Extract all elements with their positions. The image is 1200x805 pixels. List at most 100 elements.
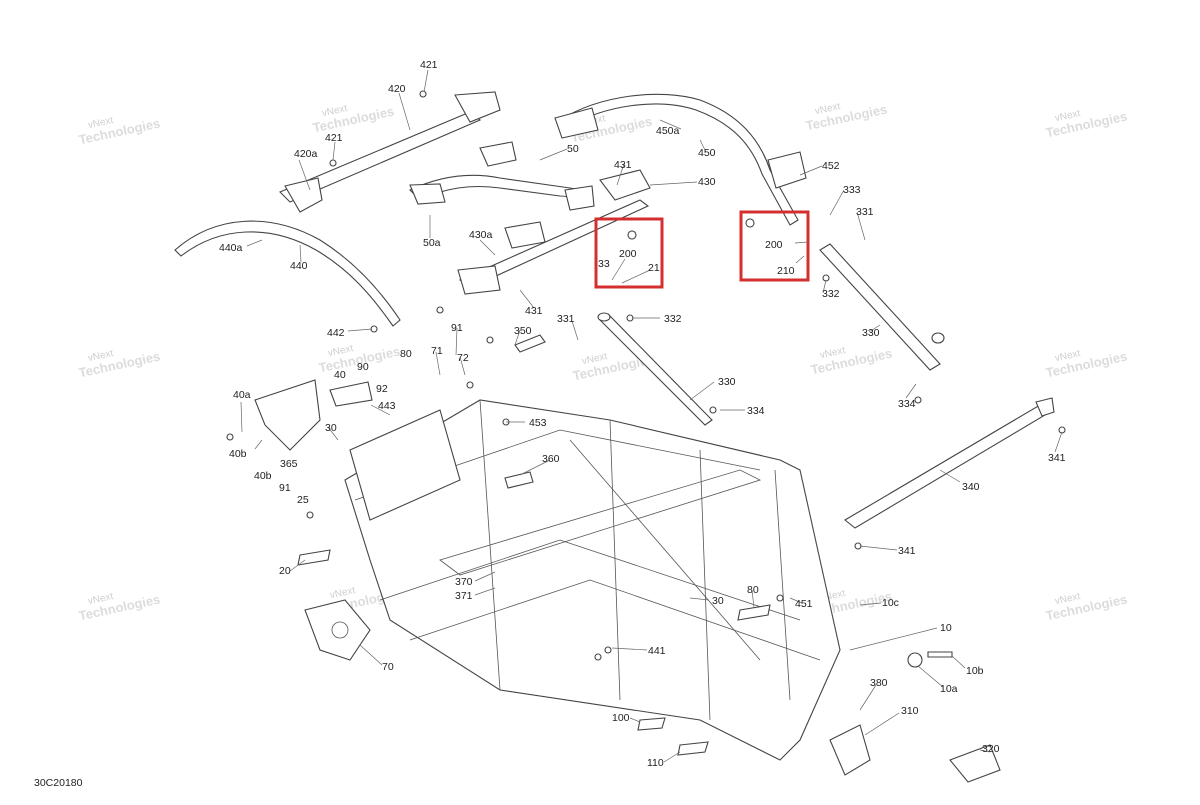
svg-text:vNext: vNext bbox=[814, 101, 842, 117]
callout-10c: 10c bbox=[882, 597, 899, 609]
callout-210: 210 bbox=[777, 265, 795, 277]
highlight-box-right bbox=[739, 210, 810, 282]
callout-80: 80 bbox=[400, 348, 412, 360]
fasteners bbox=[226, 90, 1066, 661]
bracket-50-left bbox=[409, 183, 446, 205]
frame-diag-b bbox=[609, 419, 621, 701]
frame-tunnel bbox=[439, 469, 762, 576]
clip-20 bbox=[297, 549, 331, 566]
callout-360: 360 bbox=[542, 453, 560, 465]
callout-310: 310 bbox=[901, 705, 919, 717]
callout-365: 365 bbox=[280, 458, 298, 470]
strut-330-right bbox=[819, 243, 941, 371]
callout-331: 331 bbox=[557, 313, 575, 325]
figure-code: 30C20180 bbox=[34, 777, 83, 789]
frame-floor-b bbox=[409, 579, 821, 661]
callout-370: 370 bbox=[455, 576, 473, 588]
callout-450a: 450a bbox=[656, 125, 680, 137]
callout-332: 332 bbox=[664, 313, 682, 325]
callout-40b: 40b bbox=[254, 470, 272, 482]
hoop-450 bbox=[559, 93, 799, 226]
bracket-50-mid bbox=[479, 141, 517, 167]
bracket-430 bbox=[599, 169, 651, 201]
callout-440a: 440a bbox=[219, 242, 243, 254]
highlight-box-left bbox=[594, 217, 664, 289]
callout-332: 332 bbox=[822, 288, 840, 300]
bracket-40 bbox=[254, 379, 321, 451]
roof-bar-420 bbox=[279, 111, 482, 203]
callout-110: 110 bbox=[647, 757, 664, 769]
bracket-70-hole bbox=[331, 621, 349, 639]
bracket-430a bbox=[504, 221, 546, 249]
watermark: vNext Technologies bbox=[1044, 108, 1128, 140]
callout-320: 320 bbox=[982, 743, 1000, 755]
bracket-430a-end bbox=[457, 265, 501, 295]
callout-50a: 50a bbox=[423, 237, 441, 249]
bolt-10b bbox=[927, 651, 953, 658]
callout-10b: 10b bbox=[966, 665, 984, 677]
watermark: vNext Technologies bbox=[804, 101, 888, 133]
frame-diag-d bbox=[569, 439, 761, 661]
watermark: vNext Technologies bbox=[1044, 348, 1128, 380]
callout-441: 441 bbox=[648, 645, 666, 657]
bracket-420-end bbox=[454, 91, 501, 123]
frame-diag-c bbox=[699, 449, 711, 721]
callout-452: 452 bbox=[822, 160, 840, 172]
svg-text:vNext: vNext bbox=[819, 345, 847, 361]
callout-20: 20 bbox=[279, 565, 291, 577]
svg-text:vNext: vNext bbox=[87, 115, 115, 131]
callout-50: 50 bbox=[567, 143, 579, 155]
callout-30: 30 bbox=[712, 595, 724, 607]
callout-330: 330 bbox=[862, 327, 880, 339]
bracket-320 bbox=[949, 744, 1001, 783]
frame-floor bbox=[379, 539, 801, 621]
tube-340-end bbox=[1035, 397, 1055, 417]
callout-labels: 421 420 421 420a 440a 440 442 50 50a 430… bbox=[219, 59, 1066, 769]
svg-text:vNext: vNext bbox=[329, 585, 357, 601]
callout-200: 200 bbox=[765, 239, 783, 251]
callout-200: 200 bbox=[619, 248, 637, 260]
leader-lines bbox=[240, 69, 1063, 763]
roof-tube-440 bbox=[174, 220, 401, 327]
callout-333: 333 bbox=[843, 184, 861, 196]
clip-100 bbox=[637, 717, 666, 731]
watermark: vNext Technologies bbox=[809, 345, 893, 377]
svg-text:vNext: vNext bbox=[327, 343, 355, 359]
clip-80 bbox=[737, 604, 771, 621]
clip-110 bbox=[677, 741, 709, 756]
callout-453: 453 bbox=[529, 417, 547, 429]
plate-310 bbox=[829, 724, 871, 776]
svg-text:vNext: vNext bbox=[87, 591, 115, 607]
callout-40b: 40b bbox=[229, 448, 247, 460]
callout-91: 91 bbox=[451, 322, 463, 334]
svg-text:vNext: vNext bbox=[1054, 348, 1082, 364]
callout-350: 350 bbox=[514, 325, 532, 337]
callout-421: 421 bbox=[420, 59, 438, 71]
callout-431: 431 bbox=[614, 159, 632, 171]
callout-25: 25 bbox=[297, 494, 309, 506]
frame-rear-post bbox=[774, 469, 791, 701]
frame-front-box bbox=[349, 409, 461, 521]
strut-330-left-end bbox=[597, 312, 611, 322]
svg-text:vNext: vNext bbox=[1054, 591, 1082, 607]
svg-text:vNext: vNext bbox=[1054, 108, 1082, 124]
callout-70: 70 bbox=[382, 661, 394, 673]
callout-421: 421 bbox=[325, 132, 343, 144]
callout-443: 443 bbox=[378, 400, 396, 412]
frame-rear-post-b bbox=[799, 469, 841, 651]
svg-text:vNext: vNext bbox=[87, 348, 115, 364]
highlighted-bolts bbox=[611, 218, 809, 284]
callout-334: 334 bbox=[898, 398, 916, 410]
callout-420: 420 bbox=[388, 83, 406, 95]
hex-nut-10a bbox=[907, 652, 923, 668]
callout-91: 91 bbox=[279, 482, 291, 494]
callout-450: 450 bbox=[698, 147, 716, 159]
callout-71: 71 bbox=[431, 345, 443, 357]
bracket-450a bbox=[554, 107, 599, 139]
callout-330: 330 bbox=[718, 376, 736, 388]
callout-333: 33 bbox=[598, 258, 610, 270]
clip-350 bbox=[514, 334, 546, 353]
callout-92: 92 bbox=[376, 383, 388, 395]
callout-451: 451 bbox=[795, 598, 813, 610]
